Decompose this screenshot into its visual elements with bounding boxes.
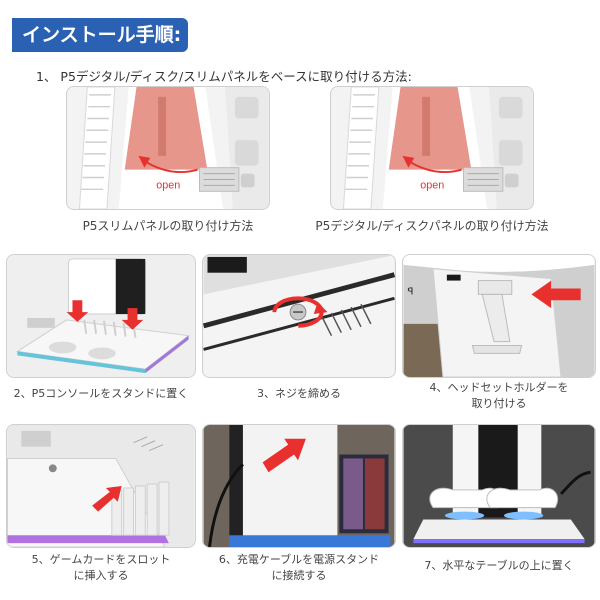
charging-cable-illustration xyxy=(203,425,395,547)
open-label: open xyxy=(156,179,180,191)
step6-caption-line1: 6、充電ケーブルを電源スタンド xyxy=(218,553,380,566)
console-on-stand-illustration xyxy=(7,255,195,377)
step1-slim-panel-photo: open xyxy=(66,86,270,210)
step2-console-photo xyxy=(6,254,196,378)
step1-left-caption: P5スリムパネルの取り付け方法 xyxy=(82,219,254,233)
step1-title: 1、 P5デジタル/ディスク/スリムパネルをベースに取り付ける方法: xyxy=(36,69,412,84)
step4-caption-line1: 4、ヘッドセットホルダーを xyxy=(429,381,569,394)
step7-caption: 7、水平なテーブルの上に置く xyxy=(424,559,574,572)
digital-panel-install-illustration: open xyxy=(331,87,533,209)
game-card-slot-illustration xyxy=(7,425,195,547)
step6-charging-cable-photo xyxy=(202,424,396,548)
step6-caption: 6、充電ケーブルを電源スタンド に接続する xyxy=(202,552,396,584)
step1-digital-panel-photo: open xyxy=(330,86,534,210)
step3-screw-photo xyxy=(202,254,396,378)
step4-caption-line2: 取り付ける xyxy=(471,397,527,410)
step2-caption: 2、P5コンソールをスタンドに置く xyxy=(13,387,189,400)
step1-right-caption: P5デジタル/ディスクパネルの取り付け方法 xyxy=(315,219,549,233)
step4-headset-holder-photo: ꟼ xyxy=(402,254,596,378)
section-header: インストール手順: xyxy=(12,18,188,52)
slim-panel-install-illustration: open xyxy=(67,87,269,209)
step5-caption: 5、ゲームカードをスロット に挿入する xyxy=(6,552,196,584)
step3-caption: 3、ネジを締める xyxy=(257,387,341,400)
ps-logo-icon: ꟼ xyxy=(408,286,414,297)
screw-tighten-illustration xyxy=(203,255,395,377)
step4-caption: 4、ヘッドセットホルダーを 取り付ける xyxy=(402,380,596,412)
open-label: open xyxy=(420,179,444,191)
step5-caption-line1: 5、ゲームカードをスロット xyxy=(31,553,171,566)
step5-caption-line2: に挿入する xyxy=(73,569,129,582)
stand-on-table-illustration xyxy=(403,425,595,547)
step5-game-card-photo xyxy=(6,424,196,548)
step6-caption-line2: に接続する xyxy=(271,569,327,582)
step7-table-photo xyxy=(402,424,596,548)
headset-holder-illustration: ꟼ xyxy=(403,255,595,377)
